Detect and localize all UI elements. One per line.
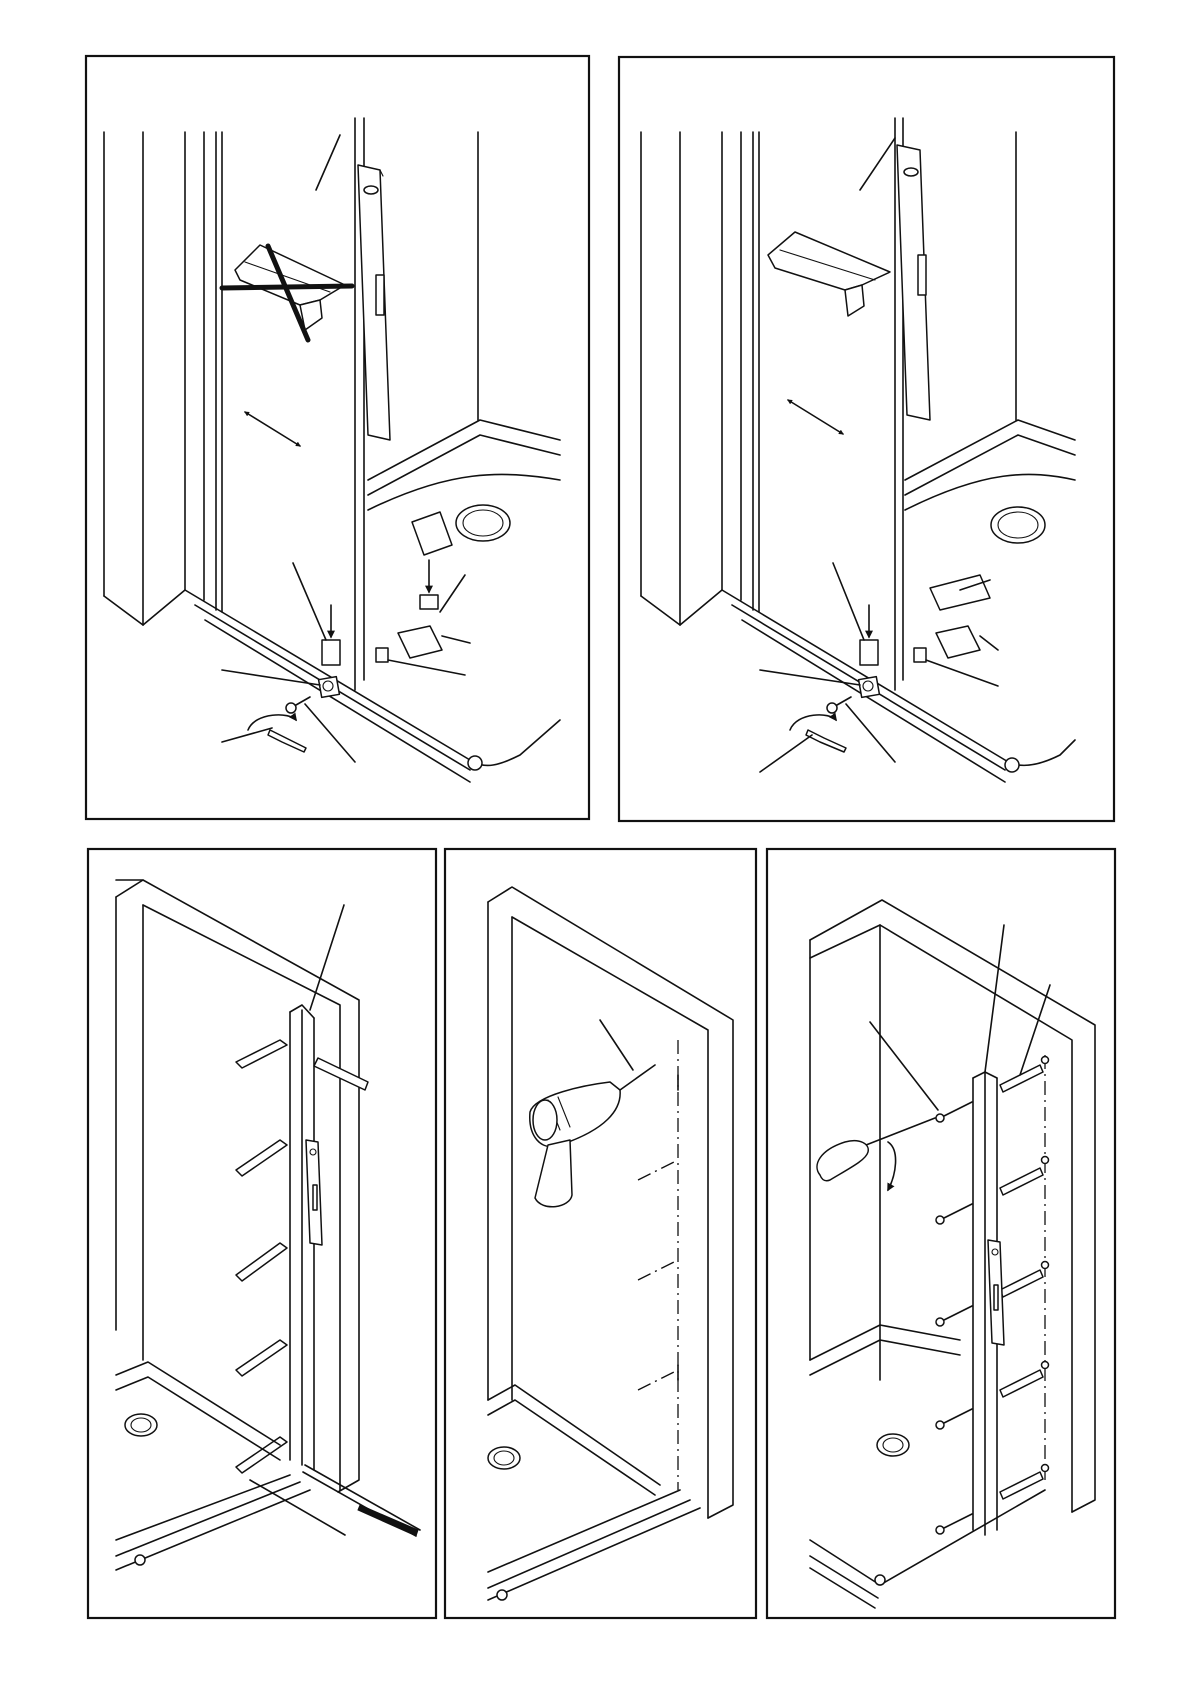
panel-2-frame <box>619 57 1114 821</box>
leader-line <box>985 925 1004 1072</box>
drill-icon <box>530 1020 655 1207</box>
panel-5 <box>767 849 1115 1618</box>
screw-icon <box>936 1306 972 1326</box>
leader-line <box>860 138 895 190</box>
panel-1-frame <box>86 56 589 819</box>
hinge-block-part <box>398 626 442 658</box>
leader-line <box>388 660 465 675</box>
clip-part <box>322 640 340 665</box>
leader-line <box>305 704 355 762</box>
allen-key-icon <box>790 715 846 752</box>
screws <box>870 1022 972 1534</box>
shower-tray <box>185 420 560 782</box>
spirit-level <box>306 1140 322 1245</box>
leader-line <box>600 1020 633 1070</box>
leader-line <box>440 575 465 612</box>
washer-part <box>319 677 340 698</box>
screw-icon <box>936 1204 972 1224</box>
leader-line <box>833 563 864 640</box>
panel-1 <box>86 56 589 819</box>
slide-direction-arrow <box>245 412 300 446</box>
drill-mark-line <box>638 1040 678 1490</box>
wall-corner <box>488 887 733 1518</box>
leader-line <box>442 636 470 643</box>
wall-profile-vertical <box>973 925 1004 1535</box>
leader-line <box>222 728 272 742</box>
profile-end-part <box>930 575 990 610</box>
shower-tray <box>116 1362 310 1570</box>
clip-part <box>860 640 878 665</box>
slide-direction-arrow <box>788 400 843 434</box>
leader-line <box>980 636 998 650</box>
leader-line <box>760 670 860 685</box>
pad-part <box>914 648 926 662</box>
drain-icon <box>125 1414 157 1436</box>
bottom-profile <box>250 1465 420 1536</box>
spirit-level <box>988 1240 1004 1345</box>
leader-line <box>760 735 812 772</box>
panel-3-frame <box>88 849 436 1618</box>
leader-line <box>222 670 320 685</box>
screwdriver-icon <box>817 1118 935 1190</box>
drain-icon <box>877 1434 909 1456</box>
small-clip-part <box>420 595 438 609</box>
leader-line <box>926 660 998 686</box>
screw-icon <box>936 1514 972 1534</box>
panel-5-frame <box>767 849 1115 1618</box>
leader-line <box>310 905 344 1010</box>
panel-4 <box>445 849 756 1618</box>
drain-icon <box>488 1447 520 1469</box>
shower-tray <box>488 1385 700 1600</box>
panel-2 <box>619 57 1114 821</box>
rotate-arrow-icon <box>888 1142 896 1190</box>
bottom-fittings <box>760 563 998 772</box>
wrong-profile-crossed <box>222 245 352 340</box>
screw-icon <box>936 1409 972 1429</box>
panel-3 <box>88 849 436 1618</box>
hinge-block-part <box>936 626 980 658</box>
wall-corner <box>810 900 1095 1512</box>
wall-profile <box>641 132 759 625</box>
panel-4-frame <box>445 849 756 1618</box>
drill-mark-line <box>1042 1055 1049 1480</box>
leader-line <box>293 563 326 640</box>
screw-icon <box>936 1102 972 1122</box>
bracket-part <box>412 512 452 555</box>
pad-part <box>376 648 388 662</box>
allen-key-icon <box>248 715 306 752</box>
washer-part <box>859 677 880 698</box>
rotate-arrow-icon <box>790 715 836 730</box>
bottom-fittings <box>222 512 470 762</box>
shower-tray <box>722 420 1075 782</box>
leader-line <box>846 704 895 762</box>
wall-profile <box>104 132 222 625</box>
correct-profile <box>768 232 890 316</box>
shower-tray <box>810 1325 1045 1608</box>
leader-line <box>316 135 340 190</box>
